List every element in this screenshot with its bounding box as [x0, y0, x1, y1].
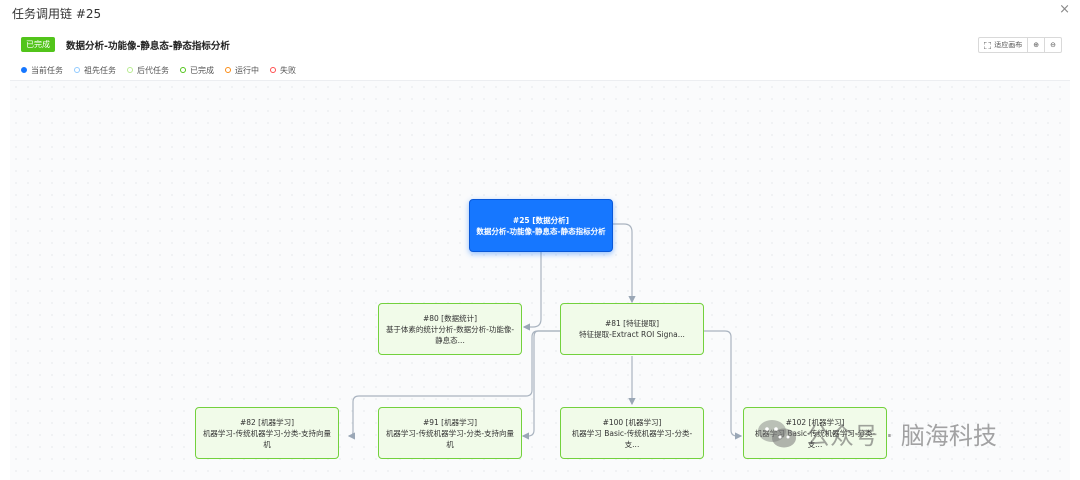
node-header: #25 [数据分析]: [512, 215, 570, 225]
status-badge: 已完成: [21, 37, 55, 52]
graph-canvas[interactable]: #25 [数据分析] 数据分析-功能像-静息态-静态指标分析 #80 [数据统计…: [10, 80, 1070, 480]
zoom-in-button[interactable]: ⊕: [1028, 38, 1046, 52]
node-label: 机器学习 Basic-传统机器学习-分类-支...: [571, 428, 693, 449]
legend-item-failed: 失败: [270, 64, 296, 76]
fit-canvas-button[interactable]: 适应画布: [979, 38, 1029, 52]
legend-item-ancestor: 祖先任务: [74, 64, 116, 76]
legend-item-descendant: 后代任务: [127, 64, 169, 76]
task-node-80[interactable]: #80 [数据统计] 基于体素的统计分析-数据分析-功能像-静息态...: [378, 303, 522, 355]
task-node-25[interactable]: #25 [数据分析] 数据分析-功能像-静息态-静态指标分析: [469, 199, 613, 252]
task-node-82[interactable]: #82 [机器学习] 机器学习-传统机器学习-分类-支持向量机: [195, 407, 339, 459]
task-header: 已完成 数据分析-功能像-静息态-静态指标分析: [0, 34, 1080, 54]
edge-81-82: [347, 330, 560, 440]
zoom-out-button[interactable]: ⊖: [1045, 38, 1061, 52]
edge-81-102: [704, 330, 743, 440]
graph-edges: [347, 223, 743, 440]
fullscreen-icon: [984, 41, 992, 49]
legend-label: 后代任务: [137, 65, 169, 75]
node-label: 机器学习-传统机器学习-分类-支持向量机: [385, 428, 515, 449]
close-icon[interactable]: ×: [1059, 2, 1070, 17]
legend-label: 失败: [280, 65, 296, 75]
node-label: 数据分析-功能像-静息态-静态指标分析: [476, 226, 606, 236]
node-label: 基于体素的统计分析-数据分析-功能像-静息态...: [385, 324, 515, 345]
legend-label: 当前任务: [31, 65, 63, 75]
legend-dot-ancestor: [74, 67, 80, 73]
node-header: #100 [机器学习]: [602, 417, 662, 427]
node-header: #91 [机器学习]: [422, 417, 478, 427]
zoom-in-icon: ⊕: [1033, 41, 1040, 49]
edge-25-81: [613, 223, 636, 304]
node-label: 机器学习 Basic-传统机器学习-分类-支...: [754, 428, 876, 449]
task-node-91[interactable]: #91 [机器学习] 机器学习-传统机器学习-分类-支持向量机: [378, 407, 522, 459]
edge-25-80: [522, 252, 542, 331]
zoom-out-icon: ⊖: [1050, 41, 1056, 49]
node-header: #81 [特征提取]: [604, 319, 660, 328]
task-title: 数据分析-功能像-静息态-静态指标分析: [66, 41, 230, 52]
legend-item-current: 当前任务: [21, 64, 63, 76]
legend-dot-failed: [270, 67, 276, 73]
fit-canvas-label: 适应画布: [994, 41, 1023, 49]
task-node-100[interactable]: #100 [机器学习] 机器学习 Basic-传统机器学习-分类-支...: [560, 407, 704, 459]
legend-item-completed: 已完成: [180, 64, 214, 76]
legend-label: 已完成: [190, 65, 214, 75]
canvas-toolbar: 适应画布 ⊕ ⊖: [978, 37, 1062, 53]
legend-label: 运行中: [235, 65, 259, 75]
legend-dot-descendant: [127, 67, 133, 73]
dialog-title-bar: 任务调用链 #25 ×: [0, 0, 1080, 26]
node-header: #82 [机器学习]: [239, 417, 295, 427]
task-node-81[interactable]: #81 [特征提取] 特征提取-Extract ROI Signa...: [560, 303, 704, 355]
legend-item-running: 运行中: [225, 64, 259, 76]
legend: 当前任务 祖先任务 后代任务 已完成 运行中 失败: [21, 64, 296, 76]
legend-dot-current: [21, 67, 27, 73]
node-header: #80 [数据统计]: [422, 313, 478, 323]
legend-label: 祖先任务: [84, 65, 116, 75]
dialog-title: 任务调用链 #25: [12, 7, 102, 21]
legend-dot-completed: [180, 67, 186, 73]
node-label: 机器学习-传统机器学习-分类-支持向量机: [202, 428, 332, 449]
node-header: #102 [机器学习]: [785, 417, 845, 427]
legend-dot-running: [225, 67, 231, 73]
task-node-102[interactable]: #102 [机器学习] 机器学习 Basic-传统机器学习-分类-支...: [743, 407, 887, 459]
edge-81-91: [521, 330, 560, 440]
node-label: 特征提取-Extract ROI Signa...: [579, 330, 685, 339]
